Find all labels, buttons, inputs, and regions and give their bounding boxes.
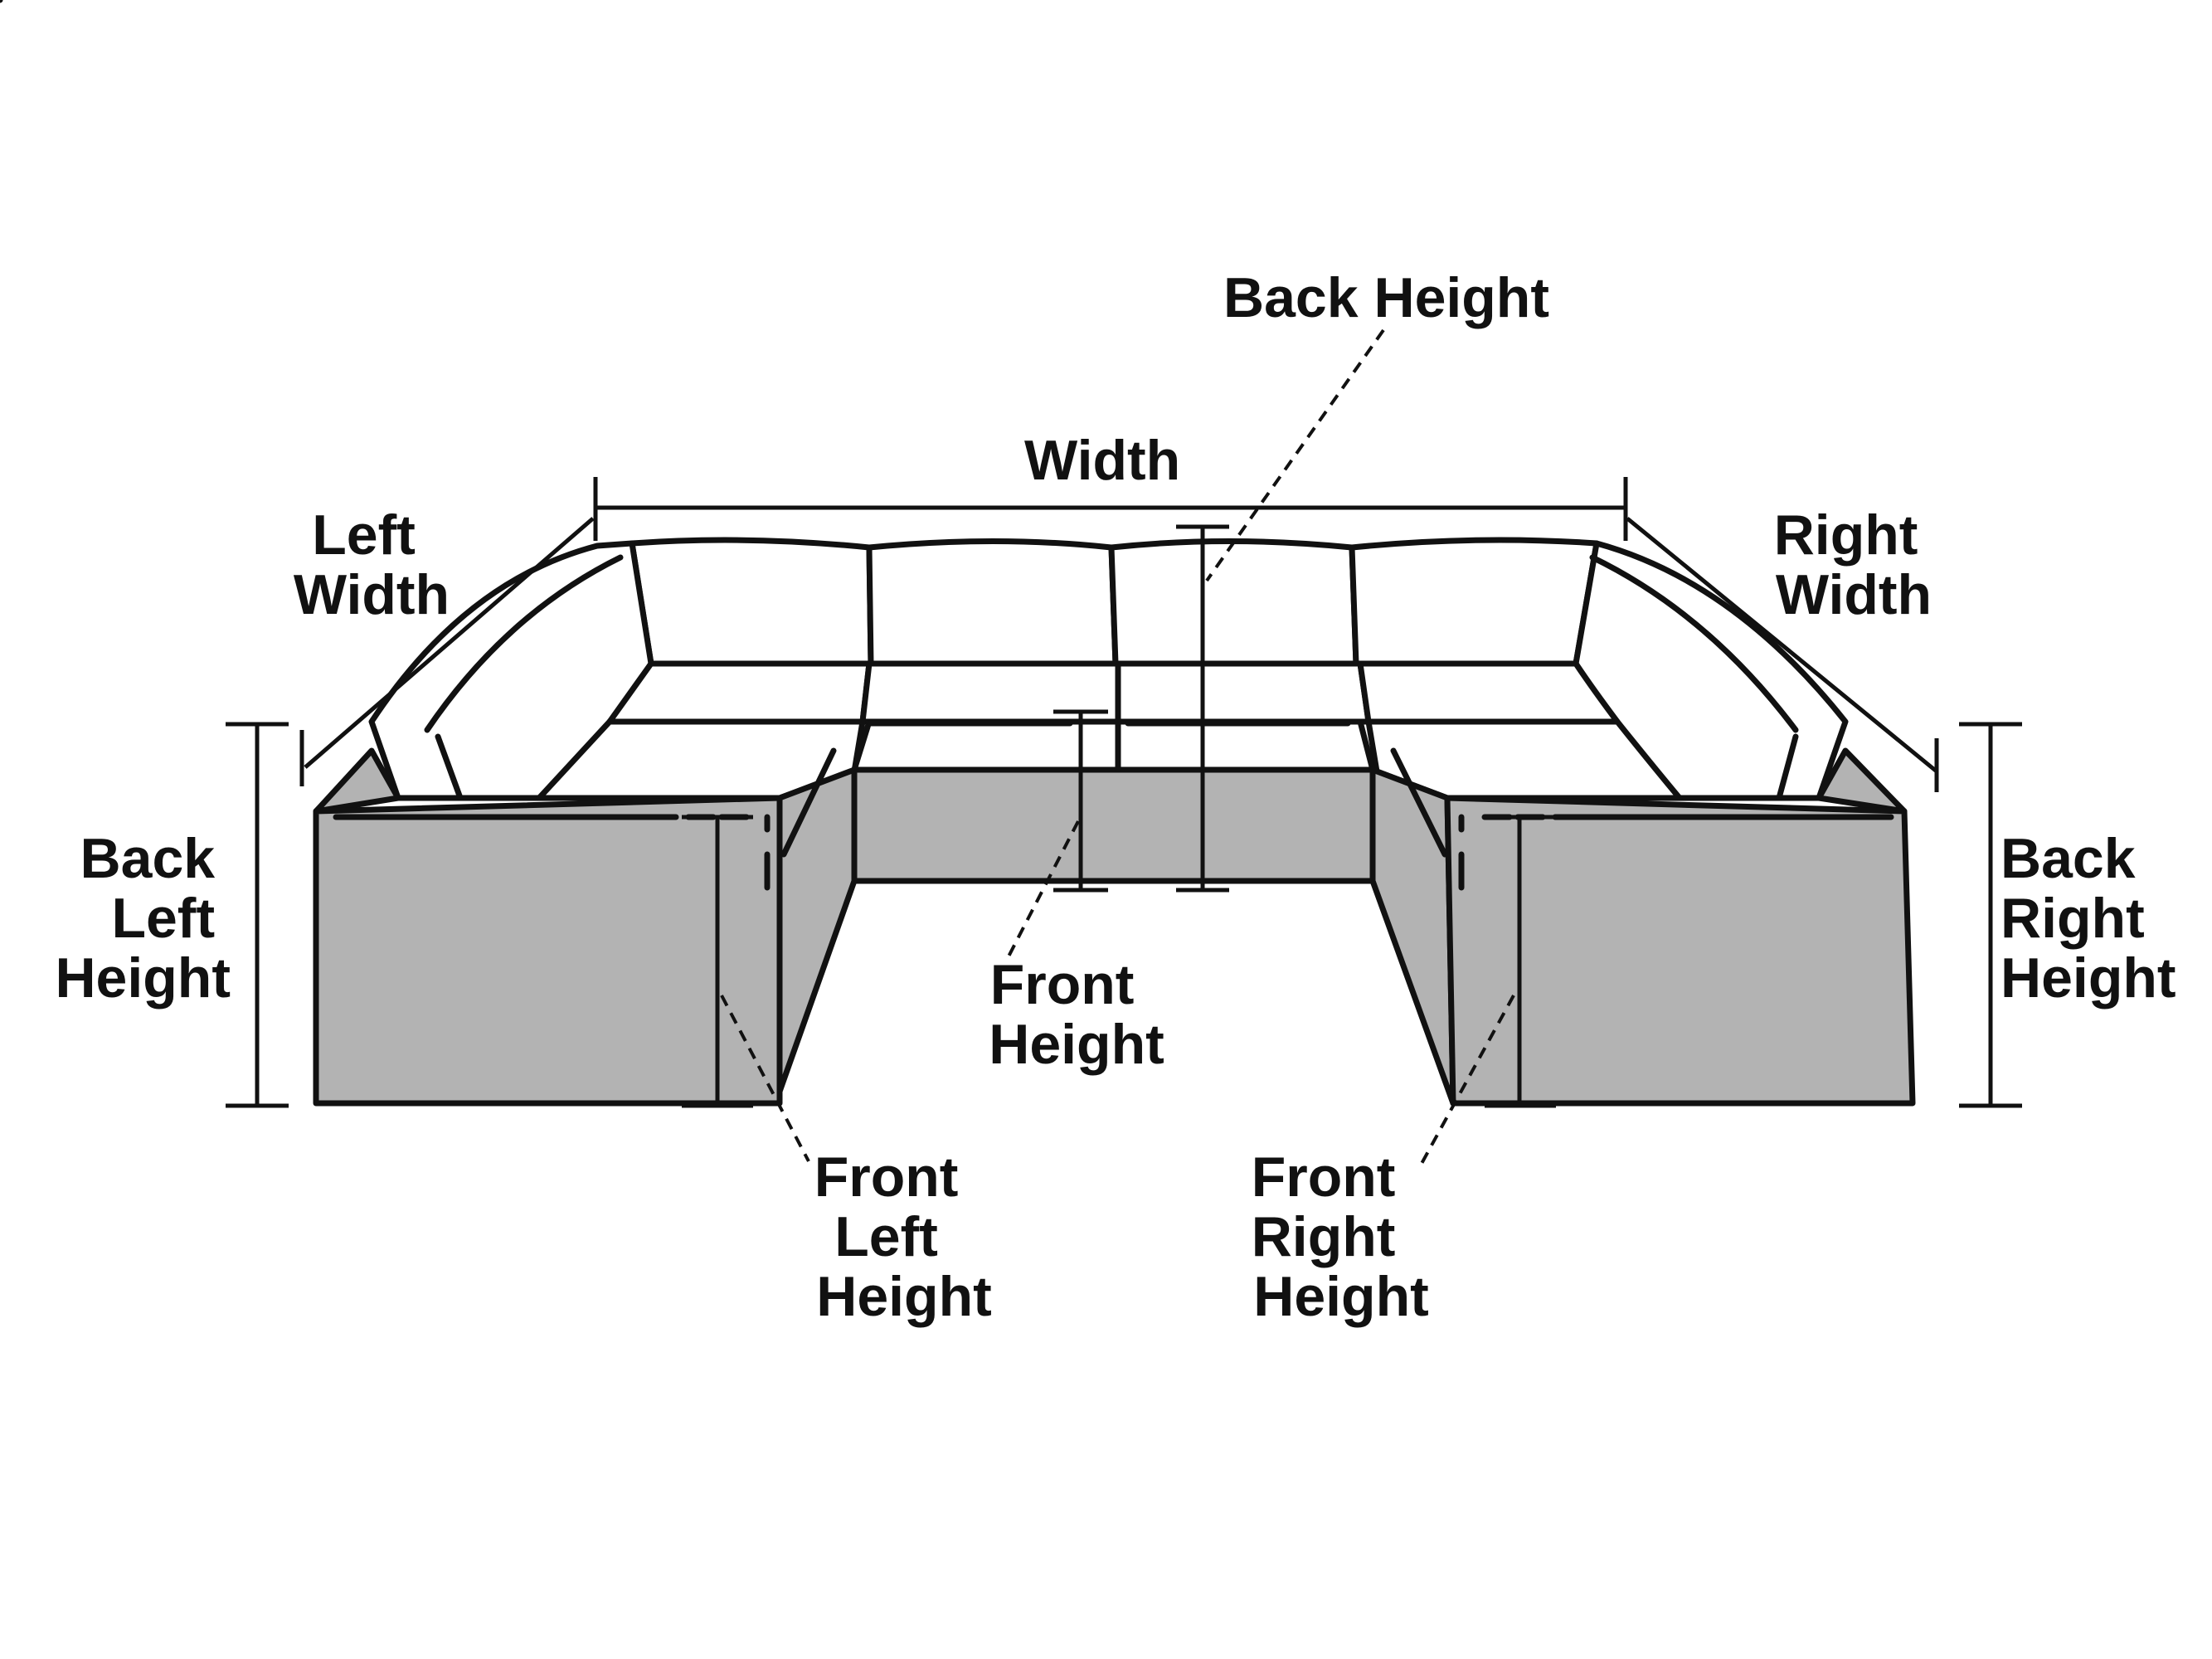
front-height-leader [1006, 820, 1080, 959]
front-height-label: Front Height [989, 953, 1164, 1076]
back-left-height-label-line-2: Left [111, 887, 215, 950]
front-right-height-label-line-1: Front [1252, 1146, 1396, 1209]
back-cushions [629, 537, 1600, 667]
back-height-dimension [1176, 524, 1229, 893]
back-height-leader [1205, 328, 1385, 582]
front-left-height-dimension [682, 815, 753, 1108]
front-left-height-label-line-2: Left [834, 1205, 938, 1268]
back-left-height-label: Back Left Height [55, 827, 231, 1010]
left-width-label: Left Width [294, 504, 450, 626]
width-label: Width [1024, 429, 1180, 492]
front-right-height-label: Front Right Height [1252, 1146, 1429, 1328]
left-width-label-line-1: Left [312, 504, 416, 567]
front-height-dimension [1053, 709, 1108, 893]
right-corner-side [1816, 747, 1908, 815]
right-front-block [1444, 795, 1916, 1107]
right-width-label-line-2: Width [1776, 563, 1932, 626]
front-left-height-label-line-3: Height [816, 1265, 992, 1328]
dimension-lines [0, 0, 2022, 1108]
left-inner-side [772, 766, 858, 1107]
back-right-height-dimension [1959, 722, 2022, 1108]
back-right-height-label-line-2: Right [2001, 887, 2145, 950]
right-width-dimension [1626, 517, 1939, 792]
right-corner-back [1573, 540, 1849, 801]
front-left-height-label: Front Left Height [814, 1146, 992, 1328]
front-right-height-leader [1417, 995, 1515, 1170]
front-right-height-dimension [1485, 815, 1556, 1108]
right-inner-side [1369, 766, 1456, 1107]
back-right-height-label: Back Right Height [2001, 827, 2176, 1010]
right-width-label-line-1: Right [1774, 504, 1918, 567]
back-left-height-label-line-1: Back [80, 827, 216, 890]
front-left-height-leader [720, 995, 810, 1162]
front-right-height-label-line-3: Height [1253, 1265, 1429, 1328]
front-height-label-line-2: Height [989, 1013, 1164, 1076]
width-dimension [593, 477, 1628, 541]
back-left-height-dimension [226, 722, 289, 1108]
back-height-label: Back Height [1223, 266, 1549, 329]
left-width-dimension [299, 517, 595, 786]
back-left-height-label-line-3: Height [55, 946, 231, 1010]
right-width-label: Right Width [1774, 504, 1934, 626]
left-width-label-line-2: Width [294, 563, 450, 626]
sofa-drawing [313, 537, 1916, 1107]
back-right-height-label-line-3: Height [2001, 946, 2176, 1010]
left-corner-side [313, 747, 401, 815]
front-right-height-label-line-2: Right [1252, 1205, 1396, 1268]
labels: Back Height Width Left Width Right Width… [55, 266, 2176, 1328]
front-left-height-label-line-1: Front [814, 1146, 959, 1209]
back-right-height-label-line-1: Back [2001, 827, 2136, 890]
left-front-block [313, 795, 783, 1107]
leader-lines [720, 328, 1515, 1170]
front-height-label-line-1: Front [990, 953, 1135, 1016]
center-seat-front [851, 766, 1376, 884]
